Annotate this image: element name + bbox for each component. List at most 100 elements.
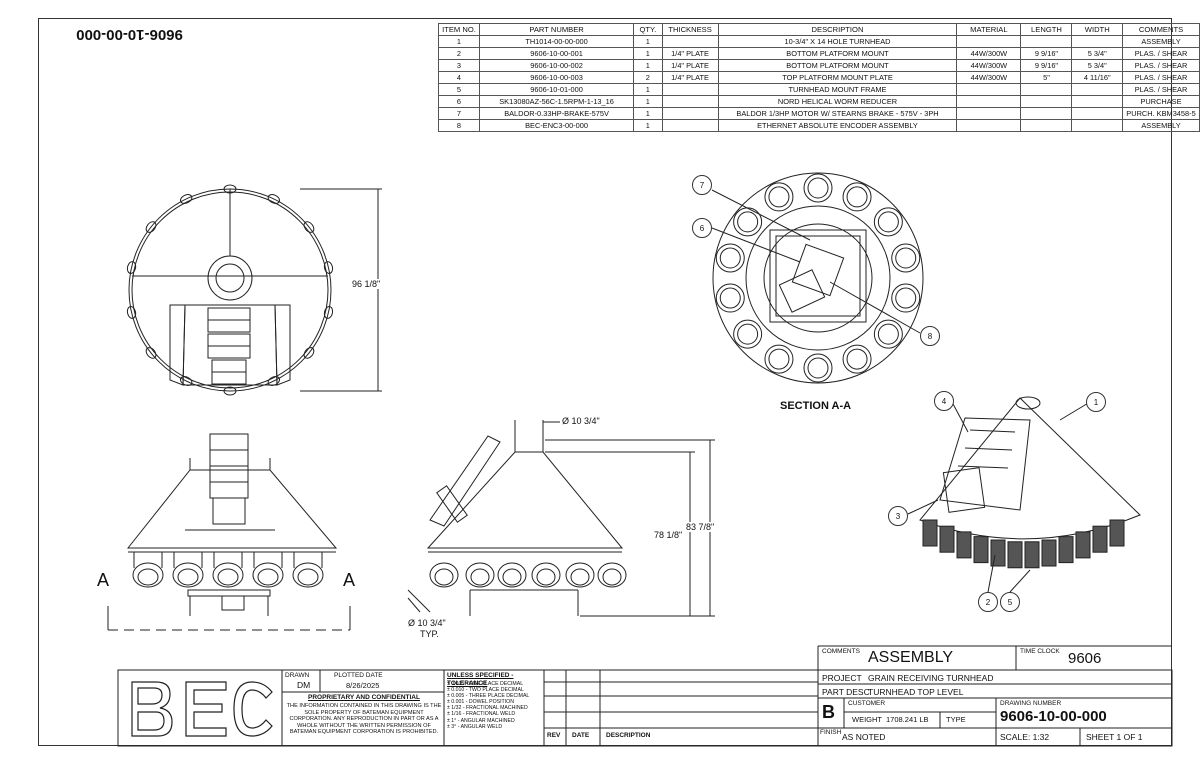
outlet-cup xyxy=(465,562,495,588)
outlet-ring-inner xyxy=(719,287,741,309)
outlet-cup-inner xyxy=(257,568,279,586)
outlet-cup xyxy=(132,562,164,588)
outlet-ring-inner xyxy=(768,186,790,208)
dim-height-2: 83 7/8" xyxy=(686,522,715,532)
top-view xyxy=(126,184,382,396)
tolerance-item: ± 1/16 - FRACTIONAL WELD xyxy=(447,711,516,718)
outlet-cup-dark xyxy=(1109,519,1125,547)
tolerance-title: UNLESS SPECIFIED - TOLERANCE xyxy=(447,672,514,687)
bom-cell: 44W/300W xyxy=(956,47,1022,60)
outlet-bump xyxy=(323,306,334,319)
section-marker-right: A xyxy=(343,570,356,590)
balloon-3: 3 xyxy=(888,506,908,526)
outlet-ring-inner xyxy=(877,211,899,233)
dim-outlet-diameter: Ø 10 3/4" xyxy=(408,618,446,628)
outlet-cup-dark xyxy=(922,519,938,547)
outlet-ring-inner xyxy=(807,177,829,199)
dim-height-1: 78 1/8" xyxy=(654,530,683,540)
sheet-number: SHEET 1 OF 1 xyxy=(1086,732,1143,742)
outlet-ring-inner xyxy=(895,247,917,269)
outlet-ring-outer xyxy=(715,243,745,273)
outlet-cup-dark xyxy=(939,525,955,553)
outlet-cup-inner xyxy=(297,568,319,586)
outlet-cup-inner xyxy=(502,568,522,586)
bom-cell: ETHERNET ABSOLUTE ENCODER ASSEMBLY xyxy=(717,119,958,132)
balloon-7: 7 xyxy=(692,175,712,195)
part-desc-label: PART DESC xyxy=(822,687,870,697)
finish-value: AS NOTED xyxy=(842,732,886,742)
outlet-ring-outer xyxy=(803,353,833,383)
side-view xyxy=(407,420,715,617)
outlet-bump xyxy=(267,194,280,204)
outlet-cup-inner xyxy=(217,568,239,586)
proprietary-title: PROPRIETARY AND CONFIDENTIAL xyxy=(308,694,420,701)
outlet-ring-outer xyxy=(891,243,921,273)
outlet-ring-inner xyxy=(846,348,868,370)
proprietary-text: THE INFORMATION CONTAINED IN THIS DRAWIN… xyxy=(286,703,442,736)
outlet-ring-inner xyxy=(846,186,868,208)
finish-label: FINISH xyxy=(820,729,842,736)
outlet-cup xyxy=(292,562,324,588)
bom-cell: ASSEMBLY xyxy=(1122,119,1200,132)
outlet-ring-outer xyxy=(873,319,903,349)
outlet-bump xyxy=(303,221,315,233)
bom-cell xyxy=(956,119,1022,132)
dim-top-diameter: Ø 10 3/4" xyxy=(562,416,600,426)
outlet-bump xyxy=(180,194,193,204)
outlet-cup xyxy=(597,562,627,588)
outlet-ring-outer xyxy=(873,207,903,237)
outlet-ring-inner xyxy=(895,287,917,309)
outlet-cup-inner xyxy=(602,568,622,586)
section-marker-left: A xyxy=(97,570,110,590)
outlet-cup-dark xyxy=(990,539,1006,567)
outlet-bump xyxy=(223,386,237,396)
isometric-view xyxy=(907,396,1141,593)
outlet-cup-inner xyxy=(470,568,490,586)
outlet-ring-outer xyxy=(764,182,794,212)
outlet-ring-inner xyxy=(768,348,790,370)
plotted-date: 8/26/2025 xyxy=(346,681,380,690)
section-label: SECTION A-A xyxy=(780,400,852,412)
outlet-cup-inner xyxy=(177,568,199,586)
project-value: GRAIN RECEIVING TURNHEAD xyxy=(868,673,994,683)
outlet-cup-inner xyxy=(536,568,556,586)
outlet-ring-outer xyxy=(715,283,745,313)
section-a-a-view xyxy=(711,172,924,384)
drawing-number: 9606-10-00-000 xyxy=(1000,708,1107,725)
bom-cell xyxy=(661,119,719,132)
outlet-ring-outer xyxy=(803,173,833,203)
date-label: DATE xyxy=(572,732,590,739)
outlet-ring-inner xyxy=(719,247,741,269)
outlet-cup-dark xyxy=(1092,525,1108,553)
outlet-bump xyxy=(303,347,315,359)
outlet-ring-inner xyxy=(807,357,829,379)
rev-label: REV xyxy=(547,732,561,739)
comments-value: ASSEMBLY xyxy=(868,649,954,666)
outlet-cup-dark xyxy=(1058,536,1074,564)
tolerance-item: ± 0.001 - DOWEL POSITION xyxy=(447,699,514,706)
outlet-ring-outer xyxy=(891,283,921,313)
outlet-cup-dark xyxy=(1007,541,1023,569)
outlet-cup-inner xyxy=(137,568,159,586)
outlet-cup xyxy=(212,562,244,588)
time-clock-value: 9606 xyxy=(1068,650,1102,667)
outlet-cup xyxy=(172,562,204,588)
outlet-cup-dark xyxy=(1024,541,1040,569)
type-label: TYPE xyxy=(946,715,966,724)
drawing-number-label: DRAWING NUMBER xyxy=(1000,700,1062,707)
outlet-cup-inner xyxy=(434,568,454,586)
outlet-bump xyxy=(126,306,137,319)
comments-label: COMMENTS xyxy=(822,648,860,655)
outlet-ring-outer xyxy=(764,344,794,374)
tolerance-item: ± 0.005 - THREE PLACE DECIMAL xyxy=(447,693,530,700)
outlet-cup-dark xyxy=(973,536,989,564)
balloon-4: 4 xyxy=(934,391,954,411)
scale-value: SCALE: 1:32 xyxy=(1000,732,1050,742)
outlet-bump xyxy=(126,261,137,274)
outlet-ring-inner xyxy=(877,323,899,345)
outlet-ring-inner xyxy=(737,211,759,233)
